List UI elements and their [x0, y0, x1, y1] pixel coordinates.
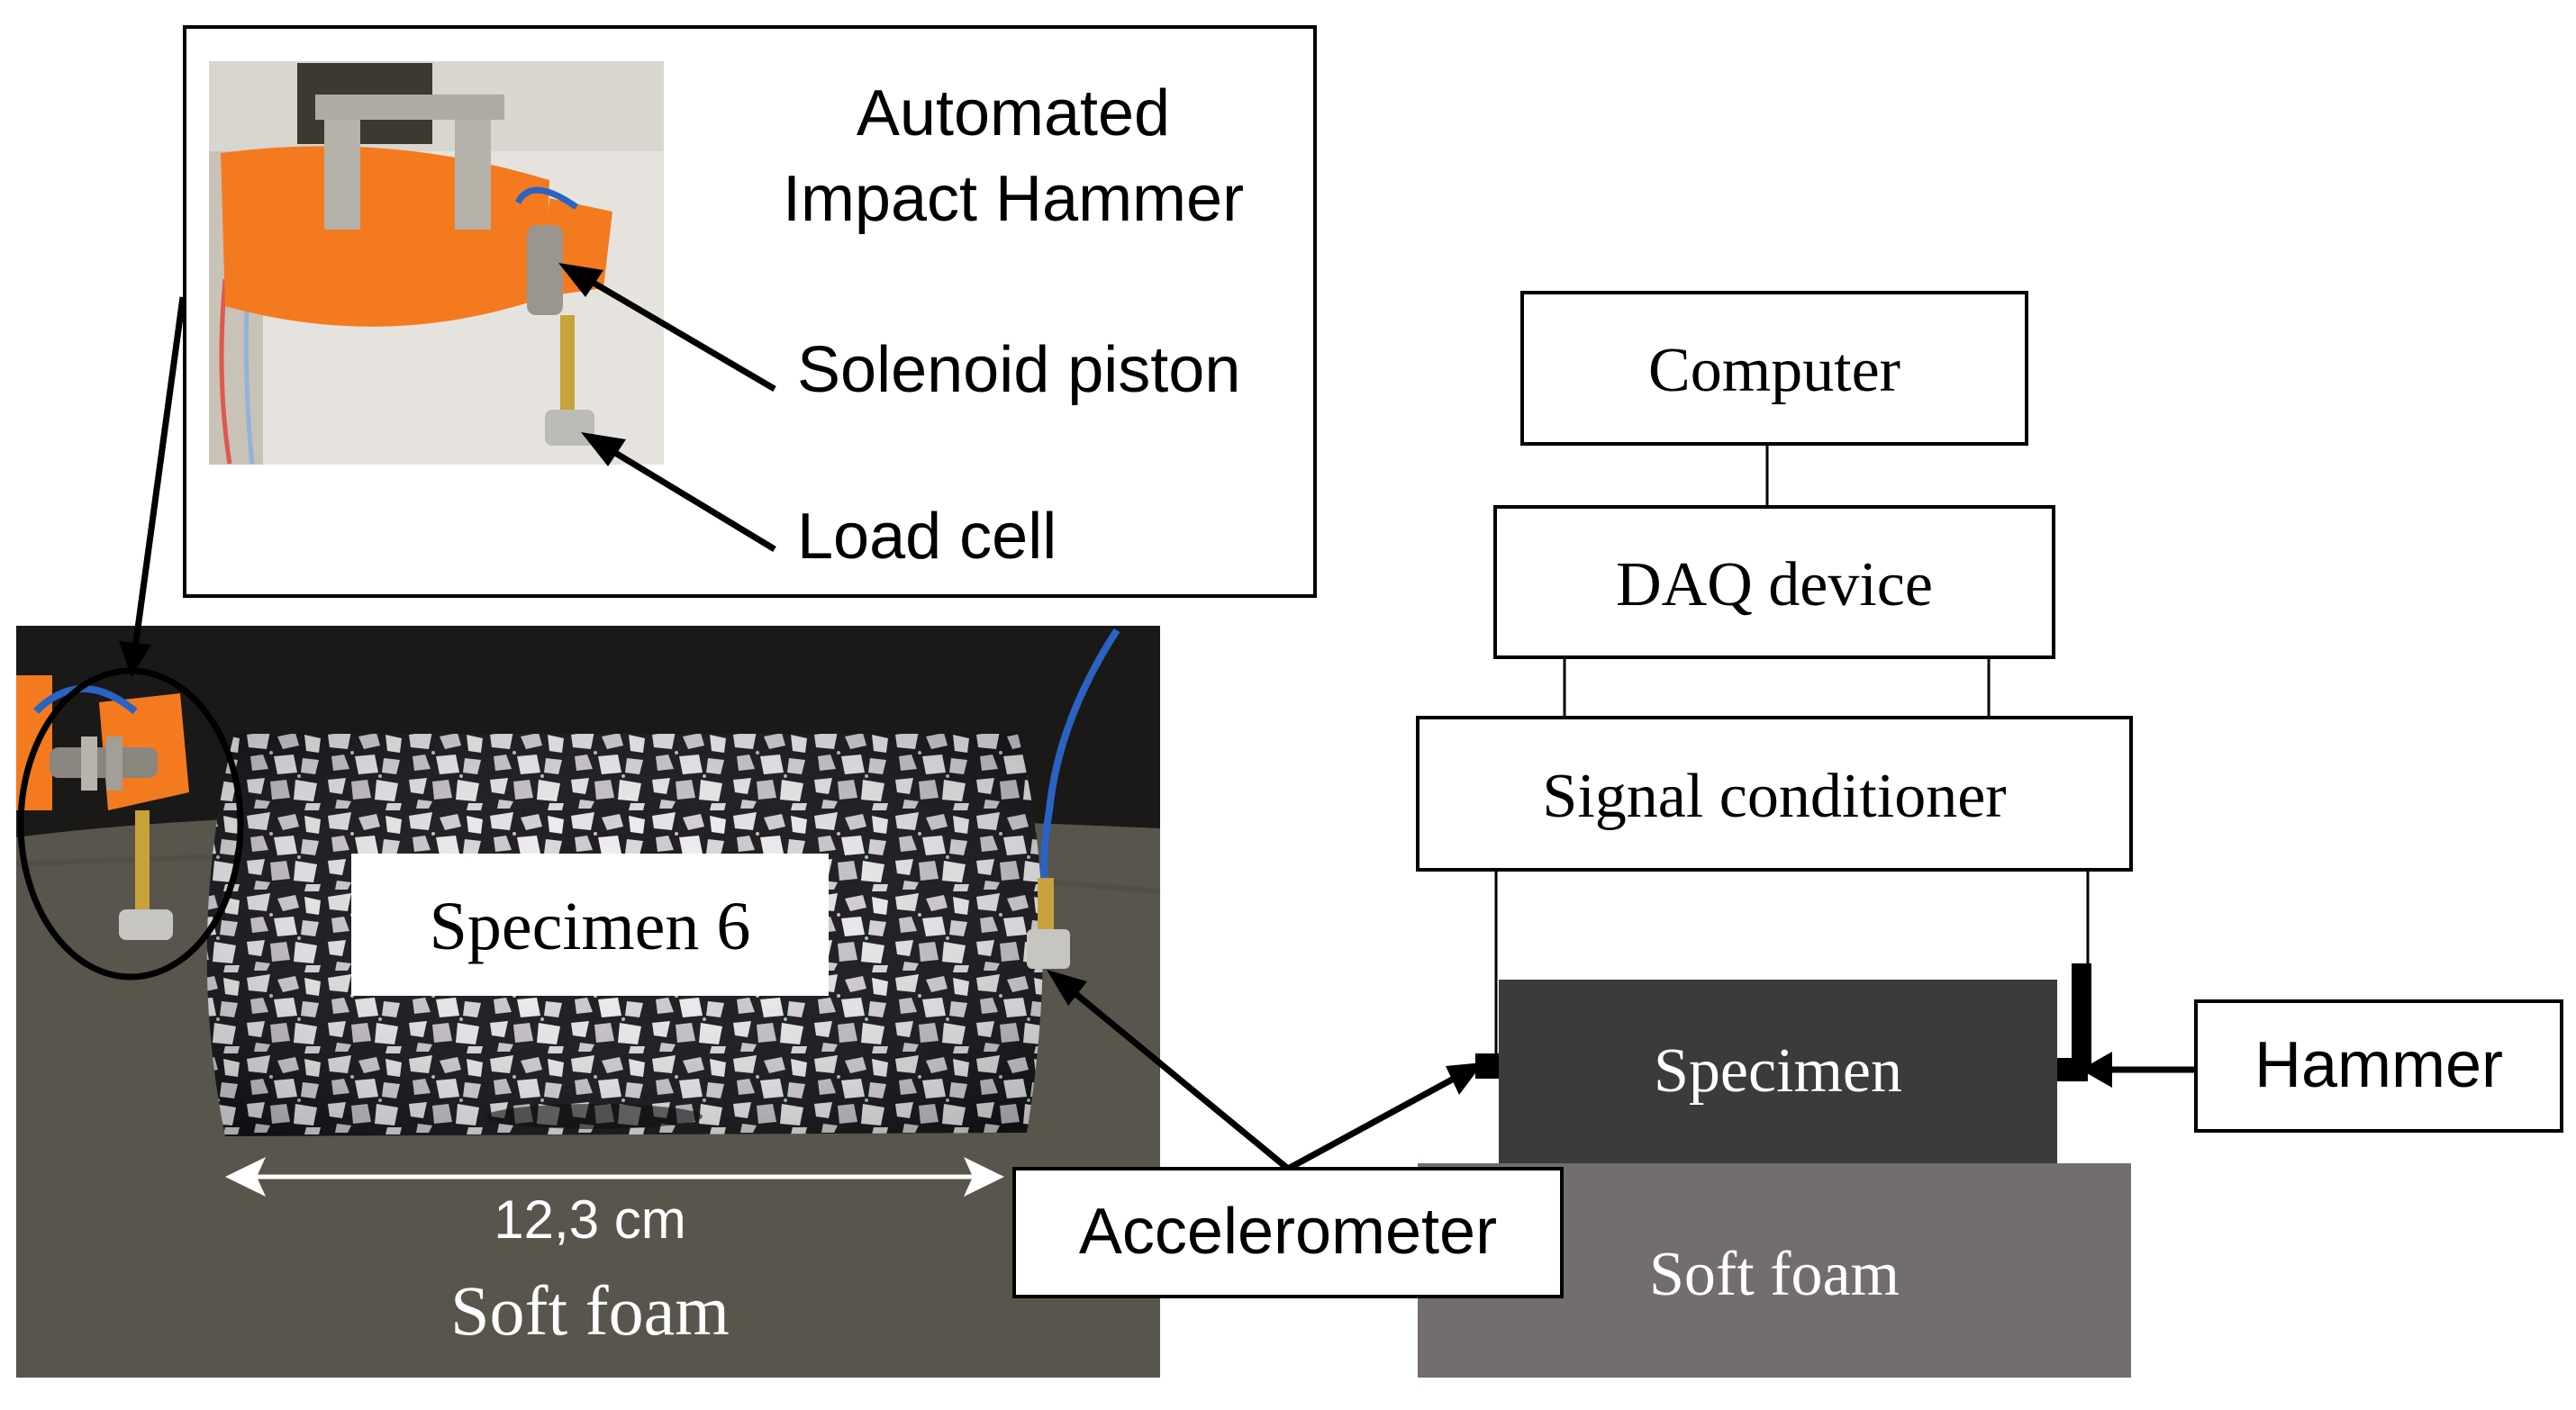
specimen-block — [1499, 980, 2057, 1163]
accelerometer-label-box — [1012, 1167, 1564, 1298]
hammer-sensor — [2057, 963, 2091, 1081]
inset-pointer-arrow — [119, 296, 186, 677]
load-cell-label: Load cell — [797, 501, 1057, 573]
accelerometer-label: Accelerometer — [1079, 1196, 1497, 1268]
photo-foam-label: Soft foam — [450, 1271, 730, 1350]
hammer-closeup-photo — [209, 61, 664, 465]
solenoid-arrow — [558, 263, 776, 393]
signal-conditioner-label: Signal conditioner — [1542, 762, 2006, 831]
hammer-label: Hammer — [2254, 1029, 2503, 1101]
photo-accelerometer — [1027, 628, 1120, 969]
photo-hammer-assembly — [16, 675, 189, 940]
hammer-label-box — [2194, 999, 2563, 1133]
computer-label: Computer — [1648, 336, 1900, 405]
specimen-photo: Specimen 6 12,3 cm Soft foam — [15, 626, 1161, 1378]
dimension-arrow — [225, 1157, 1004, 1197]
computer-box — [1520, 291, 2028, 446]
load-cell-arrow — [581, 432, 776, 552]
photo-specimen-label: Specimen 6 — [430, 889, 751, 964]
hammer-inset-panel: Automated Impact Hammer Solenoid piston … — [183, 25, 1317, 598]
hammer-arrow — [2081, 1052, 2196, 1088]
inset-title-line2: Impact Hammer — [783, 163, 1244, 235]
accelerometer-callout: Accelerometer — [1012, 970, 1564, 1298]
schematic-specimen-label: Specimen — [1654, 1036, 1902, 1106]
daq-box — [1493, 505, 2055, 659]
schematic-foam-label: Soft foam — [1649, 1240, 1900, 1309]
solenoid-piston-label: Solenoid piston — [797, 334, 1240, 406]
dimension-label: 12,3 cm — [494, 1189, 685, 1250]
system-schematic: Computer DAQ device Signal conditioner S… — [1416, 291, 2563, 1378]
specimen-label-box — [351, 854, 829, 996]
inset-title-line1: Automated — [857, 77, 1170, 149]
signal-conditioner-box — [1416, 716, 2133, 872]
daq-label: DAQ device — [1616, 550, 1933, 619]
